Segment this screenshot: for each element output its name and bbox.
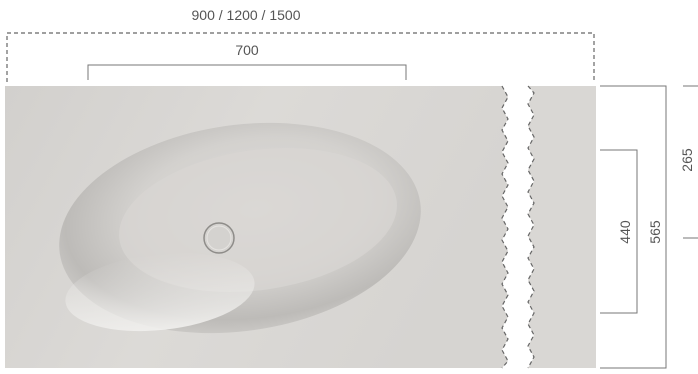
basin-front-lip-highlight [65, 252, 255, 332]
drain-inner-ring [206, 225, 232, 251]
drain-offset-label: 265 [679, 148, 695, 172]
overall-width-dashed-bracket [6, 32, 595, 82]
overall-width-label: 900 / 1200 / 1500 [192, 7, 301, 23]
washbasin-slab-right [528, 86, 596, 368]
overall-depth-bracket [600, 85, 667, 369]
basin-width-label: 700 [235, 42, 259, 58]
drain-icon [203, 222, 235, 254]
break-line-left [501, 85, 509, 369]
basin-depth-label: 440 [617, 220, 633, 244]
basin-depth-bracket [600, 149, 638, 314]
break-line-right [527, 85, 535, 369]
overall-depth-label: 565 [647, 220, 663, 244]
basin-width-bracket [87, 64, 407, 80]
